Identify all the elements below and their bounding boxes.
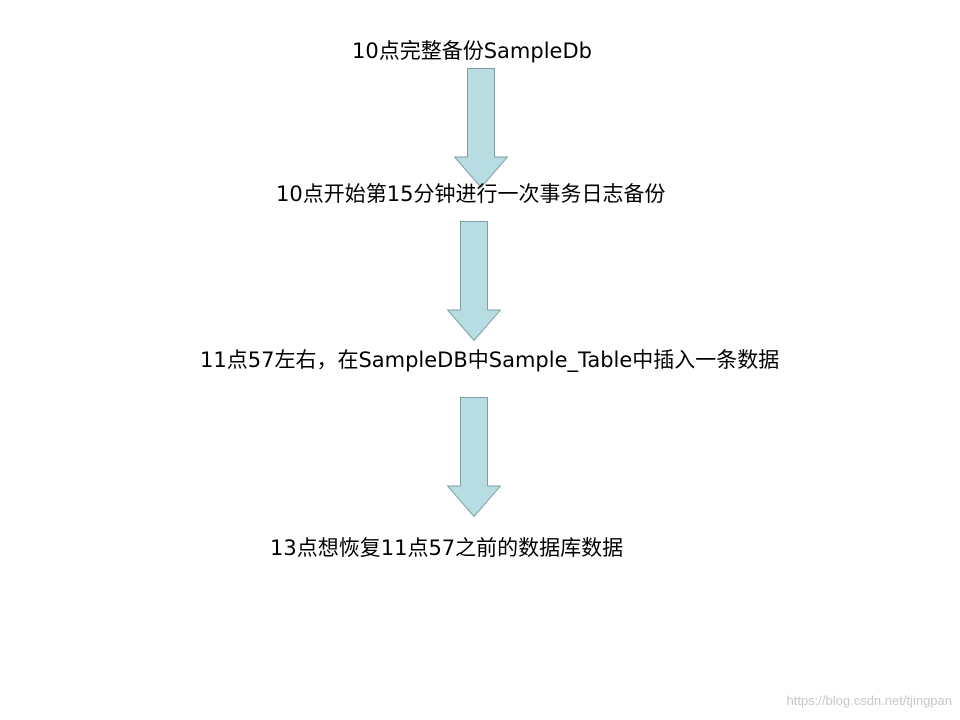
watermark: https://blog.csdn.net/tjingpan [786,693,952,708]
flow-step-full-backup: 10点完整备份SampleDb [352,39,592,63]
down-arrow-icon [447,221,501,341]
down-arrow-icon [454,68,508,188]
flow-step-restore: 13点想恢复11点57之前的数据库数据 [270,536,624,560]
down-arrow-icon [447,397,501,517]
flow-step-log-backup: 10点开始第15分钟进行一次事务日志备份 [276,182,666,206]
flow-step-insert-row: 11点57左右，在SampleDB中Sample_Table中插入一条数据 [200,348,780,372]
